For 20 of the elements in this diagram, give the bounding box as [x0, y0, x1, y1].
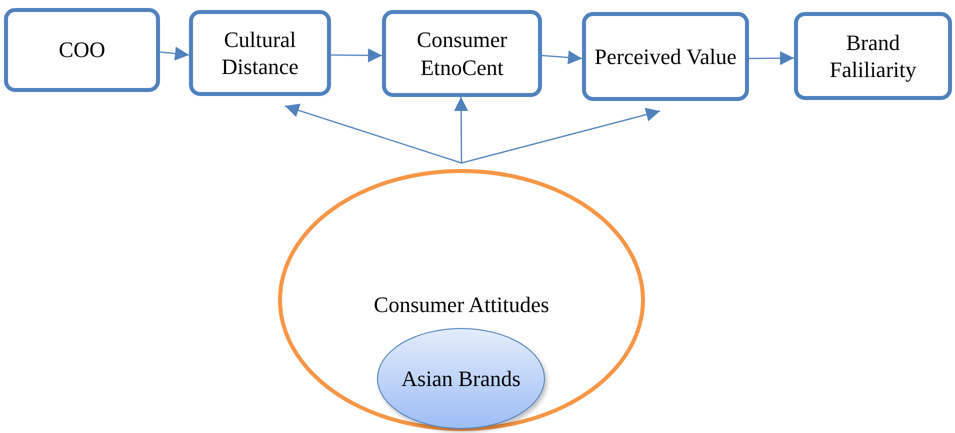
arrow — [461, 108, 660, 164]
arrow — [160, 46, 190, 61]
arrow — [749, 51, 794, 66]
node-label: Brand Faliliarity — [828, 28, 918, 84]
process-box — [582, 12, 749, 101]
process-box — [189, 10, 331, 96]
node-label: Consumer Attitudes — [374, 291, 550, 318]
node-label: Asian Brands — [401, 364, 521, 392]
process-box — [4, 8, 160, 92]
arrow — [284, 104, 462, 164]
attitude-ellipse — [278, 169, 645, 431]
process-box — [382, 10, 542, 97]
process-box — [794, 12, 952, 100]
node-label: COO — [58, 36, 106, 64]
arrow — [542, 50, 582, 64]
node-label: Perceived Value — [594, 42, 738, 70]
arrow — [331, 48, 382, 62]
node-label: Consumer EtnoCent — [416, 26, 508, 81]
node-label: Cultural Distance — [220, 26, 300, 80]
arrow — [454, 97, 468, 163]
